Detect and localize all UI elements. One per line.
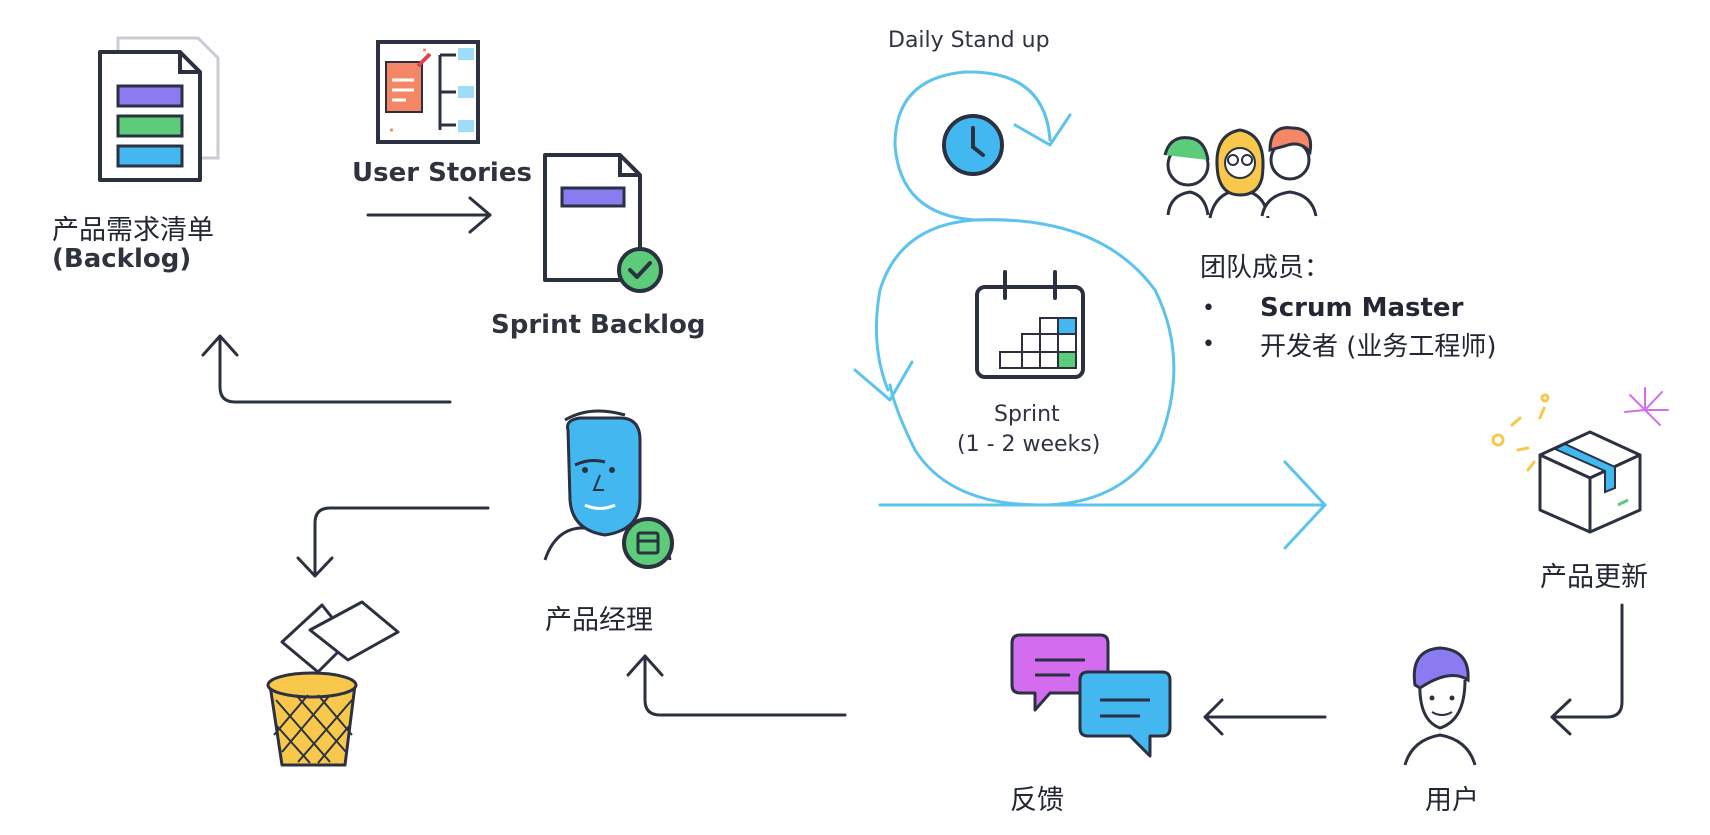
sprint-backlog-label: Sprint Backlog [491, 310, 706, 340]
daily-standup-label: Daily Stand up [888, 28, 1050, 53]
sprint-duration-label: (1 - 2 weeks) [957, 432, 1101, 457]
user-stories-board-icon [376, 40, 480, 144]
arrow-to-sprint-backlog [366, 196, 492, 234]
arrow-update-to-user [1550, 603, 1624, 736]
backlog-document-icon [98, 36, 220, 182]
bullet: • [1202, 295, 1215, 321]
calendar-icon [975, 270, 1085, 379]
backlog-sublabel: (Backlog) [52, 244, 192, 274]
trash-basket-icon [266, 600, 400, 767]
user-stories-label: User Stories [352, 158, 532, 188]
feedback-chat-icon [1010, 633, 1172, 758]
arrow-pm-to-trash [296, 506, 490, 578]
sprint-backlog-document-icon [543, 153, 663, 293]
arrow-pm-to-backlog [201, 334, 452, 404]
sprint-cycle-loop [853, 70, 1327, 550]
user-label: 用户 [1425, 785, 1479, 816]
product-update-box-icon [1491, 387, 1669, 534]
team-member-developers: 开发者 (业务工程师) [1260, 331, 1497, 362]
product-update-label: 产品更新 [1540, 562, 1648, 593]
team-members-list: 团队成员： • Scrum Master • 开发者 (业务工程师) [1200, 247, 1497, 362]
clock-icon [942, 114, 1004, 176]
team-heading: 团队成员： [1200, 253, 1331, 283]
team-members-icon [1163, 126, 1318, 219]
user-avatar [1403, 646, 1477, 766]
arrow-user-to-feedback [1203, 698, 1327, 736]
feedback-label: 反馈 [1010, 785, 1064, 816]
product-manager-avatar [543, 409, 674, 569]
arrow-feedback-to-pm [626, 654, 847, 717]
team-member-item: • 开发者 (业务工程师) [1200, 326, 1497, 362]
backlog-label: 产品需求清单 [52, 215, 214, 246]
bullet: • [1202, 331, 1215, 357]
product-manager-label: 产品经理 [545, 605, 653, 636]
team-member-item: • Scrum Master [1200, 290, 1497, 326]
team-member-scrum-master: Scrum Master [1260, 293, 1464, 323]
sprint-label: Sprint [994, 402, 1060, 427]
